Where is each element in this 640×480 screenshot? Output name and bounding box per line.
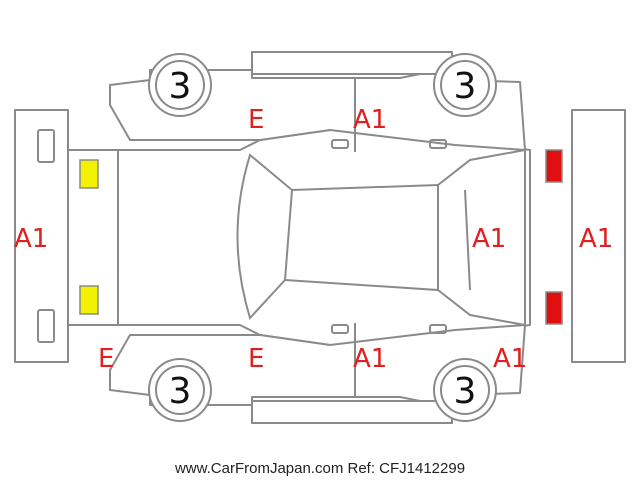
mark-front-bumper: A1	[14, 224, 48, 254]
rear-lamp-bottom	[545, 291, 563, 325]
tire-rear-left: 3	[433, 53, 497, 117]
mark-rear-glass: A1	[472, 224, 506, 254]
mark-roof-bottom: A1	[353, 344, 387, 374]
mark-hood-bottom: E	[248, 344, 264, 374]
tire-front-left: 3	[148, 53, 212, 117]
mark-front-bumper-corner: E	[98, 344, 114, 374]
car-body	[67, 129, 531, 346]
side-bottom	[109, 323, 526, 424]
tire-front-left-grade: 3	[169, 66, 192, 107]
mark-hood-top: E	[248, 105, 264, 135]
front-lamp-top	[79, 159, 99, 189]
roof	[284, 183, 439, 292]
mark-roof-top: A1	[353, 105, 387, 135]
rear-bumper	[571, 109, 626, 363]
tire-rear-right-grade: 3	[454, 371, 477, 412]
footer-reference: www.CarFromJapan.com Ref: CFJ1412299	[174, 460, 465, 477]
mark-rear-bumper: A1	[579, 224, 613, 254]
tire-rear-right: 3	[433, 358, 497, 422]
tire-front-right: 3	[148, 358, 212, 422]
tire-front-right-grade: 3	[169, 371, 192, 412]
front-lamp-bottom	[79, 285, 99, 315]
front-bumper	[14, 109, 69, 363]
rear-glass-outline	[437, 148, 526, 327]
windshield	[236, 153, 294, 320]
tire-rear-left-grade: 3	[454, 66, 477, 107]
mark-rear-corner: A1	[493, 344, 527, 374]
side-top	[109, 51, 526, 152]
rear-lamp-top	[545, 149, 563, 183]
